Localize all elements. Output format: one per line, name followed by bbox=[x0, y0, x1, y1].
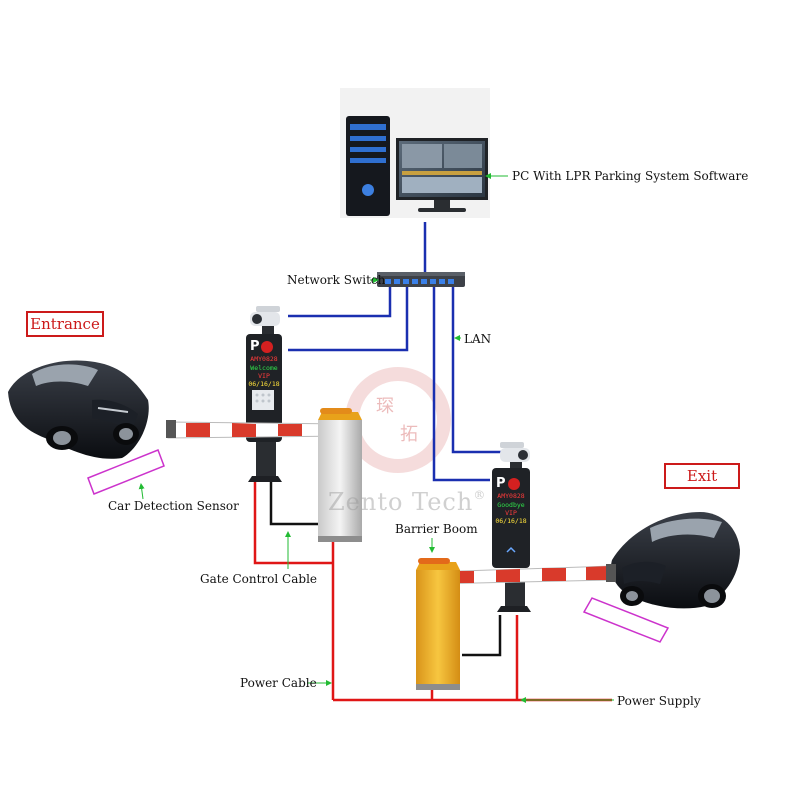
entrance-barrier-cabinet bbox=[318, 420, 362, 540]
entrance-post-power-line bbox=[253, 482, 333, 565]
power-cable-label: Power Cable bbox=[240, 676, 317, 690]
entrance-parking-sign: P bbox=[250, 339, 260, 354]
network-lines bbox=[288, 222, 507, 482]
entrance-status-light bbox=[261, 341, 273, 353]
switch-to-entrance-display-line bbox=[288, 287, 409, 352]
exit-date-text: 06/16/18 bbox=[495, 517, 527, 525]
pc-workstation bbox=[340, 88, 490, 218]
network-switch-label: Network Switch bbox=[287, 273, 386, 287]
pc-label: PC With LPR Parking System Software bbox=[512, 169, 749, 183]
exit-message-text: Goodbye bbox=[497, 501, 525, 509]
watermark-text: Zento Tech® bbox=[328, 488, 487, 516]
switch-to-exit-camera-line bbox=[451, 287, 507, 454]
control-lines bbox=[269, 482, 502, 657]
exit-barrier-cabinet bbox=[416, 570, 460, 688]
watermark-seal-char-1: 琛 bbox=[376, 396, 394, 417]
entrance-plate-text: AMY0828 bbox=[250, 355, 278, 363]
exit-label: Exit bbox=[664, 463, 740, 489]
watermark-seal-ring bbox=[345, 367, 451, 473]
entrance-car bbox=[8, 360, 149, 459]
entrance-detection-sensor bbox=[87, 449, 165, 495]
exit-display-panel bbox=[492, 468, 530, 568]
entrance-type-text: VIP bbox=[258, 372, 270, 380]
exit-car bbox=[610, 512, 740, 609]
label-pointers bbox=[138, 173, 614, 703]
switch-to-exit-display-line bbox=[432, 287, 490, 482]
switch-to-entrance-camera-line bbox=[288, 287, 392, 318]
exit-barrier bbox=[416, 558, 616, 690]
entrance-message-text: Welcome bbox=[250, 364, 278, 372]
entrance-gate-control-line bbox=[269, 482, 318, 526]
sensor-pointer bbox=[138, 483, 145, 500]
exit-lpr-post bbox=[492, 442, 531, 612]
power-supply-label: Power Supply bbox=[617, 694, 701, 708]
entrance-date-text: 06/16/18 bbox=[248, 380, 280, 388]
exit-parking-sign: P bbox=[496, 476, 506, 491]
car-detection-sensor-label: Car Detection Sensor bbox=[108, 499, 239, 513]
exit-plate-text: AMY0828 bbox=[497, 492, 525, 500]
gate-control-cable-label: Gate Control Cable bbox=[200, 572, 318, 586]
lan-label: LAN bbox=[464, 332, 492, 346]
entrance-lpr-post bbox=[246, 306, 282, 482]
exit-detection-sensor bbox=[582, 597, 670, 643]
entrance-barrier bbox=[166, 408, 362, 542]
entrance-display-panel bbox=[246, 334, 282, 442]
exit-gate-control-line bbox=[462, 615, 502, 657]
watermark-seal-char-2: 拓 bbox=[400, 424, 418, 445]
pc-tower bbox=[346, 116, 390, 216]
barrier-boom-label: Barrier Boom bbox=[395, 522, 478, 536]
exit-status-light bbox=[508, 478, 520, 490]
exit-type-text: VIP bbox=[505, 509, 517, 517]
entrance-label: Entrance bbox=[26, 311, 104, 337]
network-switch bbox=[377, 272, 465, 287]
